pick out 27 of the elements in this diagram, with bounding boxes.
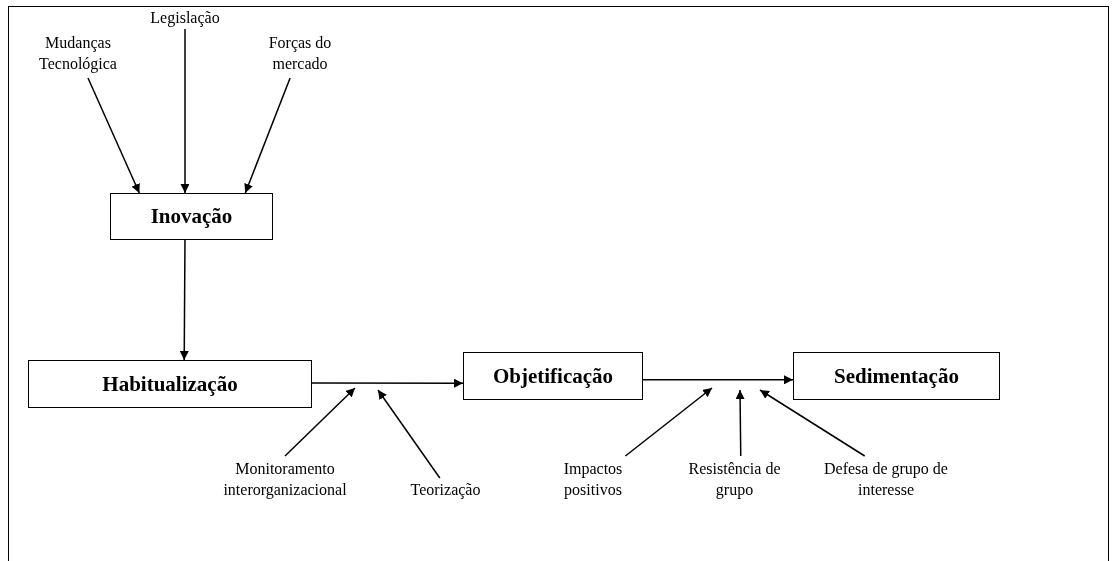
stage-box xyxy=(463,352,643,400)
arrow xyxy=(377,389,441,479)
stage-label: Inovação xyxy=(150,204,233,229)
stage-box xyxy=(793,352,1000,400)
factor-label: Forças do mercado xyxy=(267,33,333,74)
arrow xyxy=(179,239,189,361)
arrow xyxy=(284,387,356,457)
stage-label: Objetificação xyxy=(492,363,614,389)
arrow xyxy=(180,28,190,194)
arrow xyxy=(624,387,713,457)
factor-label: Monitoramento interorganizacional xyxy=(222,459,348,501)
arrow xyxy=(642,375,794,385)
stage-label: Habitualização xyxy=(102,371,238,397)
factor-label: Resistência de grupo xyxy=(687,459,782,501)
factor-label: Mudanças Tecnológica xyxy=(38,33,118,75)
factor-label: Legislação xyxy=(150,7,220,29)
stage-box xyxy=(110,193,273,240)
arrow xyxy=(735,389,745,457)
stage-label: Sedimentação xyxy=(834,363,959,389)
factor-label: Teorização xyxy=(410,479,481,501)
factor-label: Impactos positivos xyxy=(562,459,624,501)
arrow xyxy=(311,378,464,388)
arrow xyxy=(759,389,866,457)
arrow xyxy=(244,77,291,194)
stage-box xyxy=(28,360,312,408)
arrow xyxy=(87,77,141,194)
factor-label: Defesa de grupo de interesse xyxy=(823,459,949,500)
